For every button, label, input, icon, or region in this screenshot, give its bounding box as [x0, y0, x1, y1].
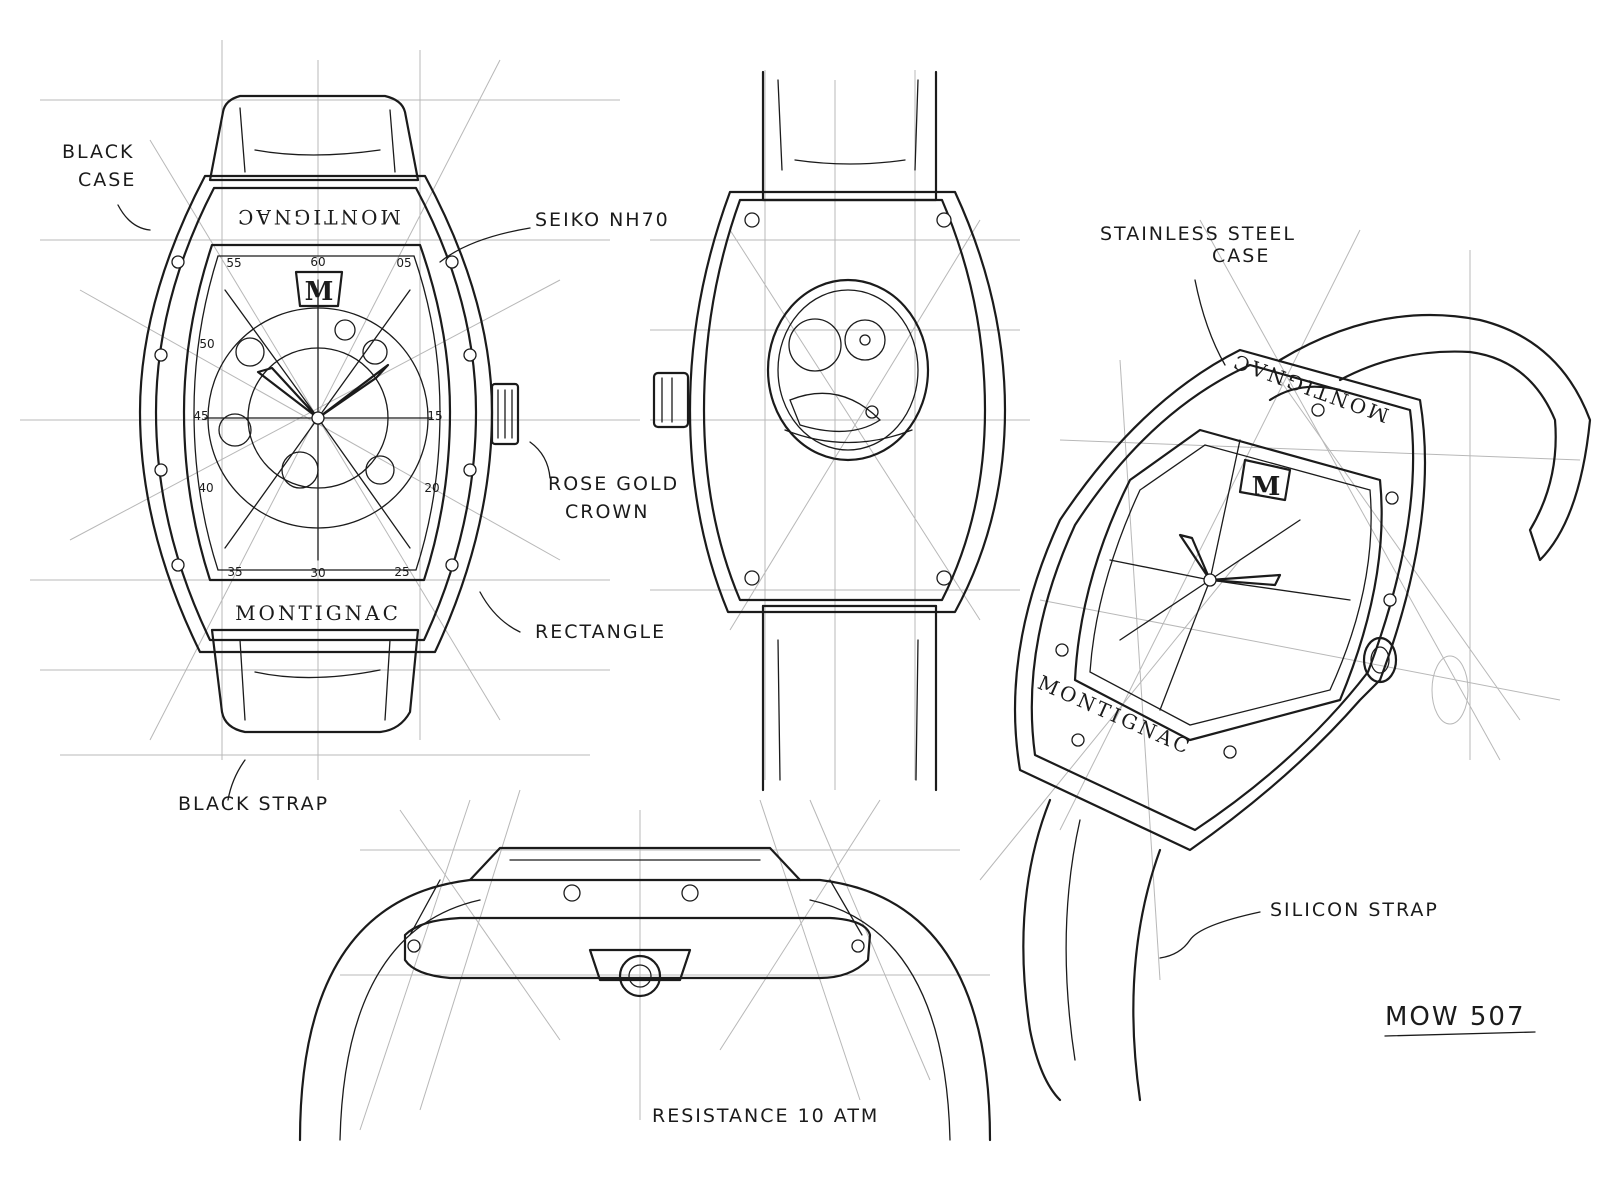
label-resistance: RESISTANCE 10 ATM: [652, 1105, 879, 1127]
perspective-crown: [1362, 636, 1398, 684]
side-view-watch: [298, 846, 992, 1142]
bezel-screws: [154, 255, 477, 572]
perspective-monogram: M: [1252, 472, 1281, 502]
numeral-05: 05: [396, 256, 411, 270]
front-crown: [490, 382, 520, 446]
label-black-case-line2: CASE: [78, 169, 136, 191]
numeral-35: 35: [227, 565, 242, 579]
label-crown-line2: CROWN: [565, 501, 649, 523]
construction-lines: [20, 40, 1581, 1131]
front-monogram: M: [305, 277, 334, 307]
label-black-strap: BLACK STRAP: [178, 793, 329, 815]
leader-lines: [117, 204, 1261, 959]
front-brand-top: MONTIGNAC: [235, 205, 401, 229]
label-steel-case-line2: CASE: [1212, 245, 1270, 267]
label-black-case-line1: BLACK: [62, 141, 134, 163]
label-seiko: SEIKO NH70: [535, 209, 670, 231]
annotation-labels: BLACK CASE SEIKO NH70 ROSE GOLD CROWN RE…: [62, 141, 1536, 1127]
back-crown: [652, 371, 690, 429]
numeral-60: 60: [310, 255, 325, 269]
dial-numerals: 60 05 55 50 45 40 35 30 25 20 15: [193, 255, 442, 580]
numeral-40: 40: [198, 481, 213, 495]
numeral-15: 15: [427, 409, 442, 423]
numeral-45: 45: [193, 409, 208, 423]
numeral-55: 55: [226, 256, 241, 270]
front-view-watch: [138, 94, 520, 734]
numeral-20: 20: [424, 481, 439, 495]
label-silicon-strap: SILICON STRAP: [1270, 899, 1439, 921]
back-view-watch: [652, 70, 1007, 792]
numeral-50: 50: [199, 337, 214, 351]
front-brand-bottom: MONTIGNAC: [235, 601, 401, 625]
label-steel-case-line1: STAINLESS STEEL: [1100, 223, 1296, 245]
label-model: MOW 507: [1385, 1002, 1526, 1032]
numeral-30: 30: [310, 566, 325, 580]
perspective-brand-top: MONTIGNAC: [1228, 348, 1392, 427]
label-rectangle: RECTANGLE: [535, 621, 666, 643]
perspective-view-watch: [1013, 313, 1592, 1102]
model-underline: [1384, 1031, 1536, 1037]
numeral-25: 25: [394, 565, 409, 579]
label-crown-line1: ROSE GOLD: [548, 473, 679, 495]
